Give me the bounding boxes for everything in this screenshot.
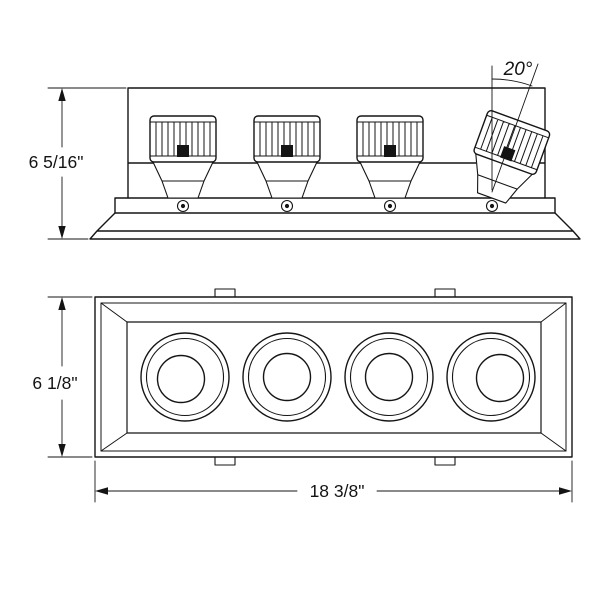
heatsink-body xyxy=(149,115,217,163)
light-outer-ring xyxy=(242,332,332,422)
dim-plan-width: 18 3/8" xyxy=(94,460,573,503)
dim-plan-height: 6 1/8" xyxy=(32,296,93,458)
arrowhead-up xyxy=(58,297,66,310)
plate-screw-3 xyxy=(383,199,397,213)
arrowhead-down xyxy=(58,444,66,457)
light-outer-ring xyxy=(446,332,536,422)
light-mid-ring xyxy=(247,337,327,417)
light-module-1 xyxy=(149,115,217,199)
yoke-bracket xyxy=(359,161,421,199)
yoke-fill xyxy=(360,162,420,198)
plan-light-1 xyxy=(140,332,230,422)
trim-flange xyxy=(89,212,581,240)
lamp-connector xyxy=(384,145,396,157)
heatsink-body xyxy=(356,115,424,163)
plan-light-4 xyxy=(446,332,536,422)
light-outer-ring xyxy=(140,332,230,422)
light-inner-ring xyxy=(475,353,525,403)
arrowhead-up xyxy=(58,88,66,101)
light-module-2 xyxy=(253,115,321,199)
light-module-3 xyxy=(356,115,424,199)
mounting-plate xyxy=(114,197,556,214)
light-mid-ring xyxy=(349,337,429,417)
light-mid-ring xyxy=(145,337,225,417)
dimension-label-plan-height: 6 1/8" xyxy=(32,373,77,393)
tilt-angle-annotation: 20° xyxy=(491,59,539,193)
dimension-label-tilt-angle: 20° xyxy=(503,59,533,80)
yoke-bracket xyxy=(475,153,533,204)
yoke-fill xyxy=(153,162,213,198)
plan-view: 6 1/8" 18 3/8" xyxy=(32,288,573,503)
light-mid-ring xyxy=(451,337,531,417)
dim-side-height: 6 5/16" xyxy=(29,87,127,240)
trim-lip xyxy=(100,302,567,452)
lamp-connector xyxy=(177,145,189,157)
light-inner-ring xyxy=(156,354,206,404)
corner-bevels xyxy=(100,302,567,452)
light-inner-ring xyxy=(262,352,312,402)
arrowhead-left xyxy=(95,487,108,495)
arrowhead-down xyxy=(58,226,66,239)
light-outer-ring xyxy=(344,332,434,422)
dimension-label-plan-width: 18 3/8" xyxy=(310,481,365,501)
heatsink-body xyxy=(473,110,551,175)
plan-light-3 xyxy=(344,332,434,422)
plan-light-2 xyxy=(242,332,332,422)
arrowhead-right xyxy=(559,487,572,495)
light-module-4-tilted xyxy=(473,110,551,204)
housing-outline xyxy=(127,87,546,199)
trim-opening xyxy=(126,321,542,434)
tilt-angle-arc xyxy=(491,78,533,87)
light-inner-ring xyxy=(364,352,414,402)
side-view: 20° 6 5/16" xyxy=(29,59,581,240)
yoke-bracket xyxy=(152,161,214,199)
plate-screw-4 xyxy=(485,199,499,213)
lamp-connector xyxy=(281,145,293,157)
heatsink-body xyxy=(253,115,321,163)
plate-screw-1 xyxy=(176,199,190,213)
yoke-bracket xyxy=(256,161,318,199)
plate-screw-2 xyxy=(280,199,294,213)
yoke-fill xyxy=(475,153,533,204)
dimension-label-side-height: 6 5/16" xyxy=(29,152,84,172)
yoke-fill xyxy=(257,162,317,198)
